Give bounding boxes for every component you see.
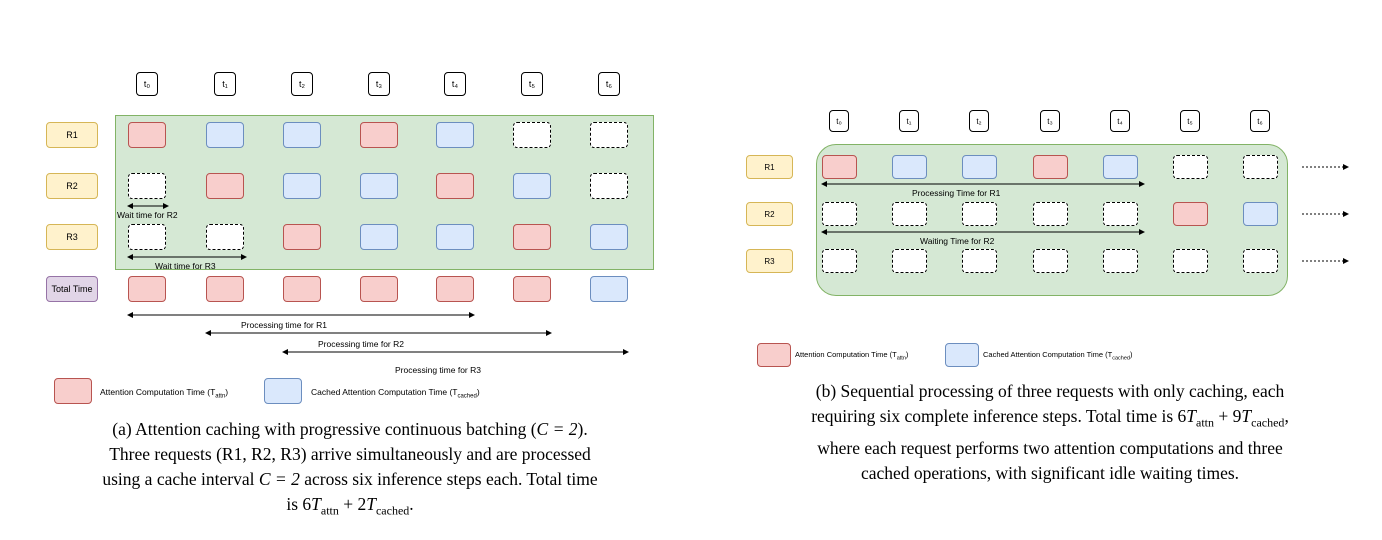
panel-b-time-label: t₅ [1180, 110, 1200, 132]
panel-b-time-label: t₆ [1250, 110, 1270, 132]
panel-a-proc-r1-label: Processing time for R1 [241, 320, 327, 330]
panel-a-cell-attn [513, 276, 551, 302]
panel-a-cell-cached [360, 173, 398, 199]
panel-b-cell-empty [1033, 202, 1068, 226]
panel-a-cell-empty [590, 122, 628, 148]
panel-a-cell-attn [128, 122, 166, 148]
panel-b-cell-attn [1173, 202, 1208, 226]
panel-a-time-label: t₂ [291, 72, 313, 96]
panel-a-wait-r2-label: Wait time for R2 [117, 210, 178, 220]
panel-a-time-label: t₁ [214, 72, 236, 96]
panel-a-cell-attn [206, 276, 244, 302]
panel-a-row-label: R1 [46, 122, 98, 148]
panel-a-proc-r3-label: Processing time for R3 [395, 365, 481, 375]
panel-b-time-label: t₁ [899, 110, 919, 132]
panel-b-cell-cached [1103, 155, 1138, 179]
panel-a-cell-cached [360, 224, 398, 250]
panel-a-caption: (a) Attention caching with progressive c… [102, 419, 598, 518]
panel-a-cell-cached [590, 224, 628, 250]
panel-a-cell-empty [128, 224, 166, 250]
panel-a-cell-empty [590, 173, 628, 199]
panel-b-cell-empty [962, 202, 997, 226]
panel-b-proc-r1-label: Processing Time for R1 [912, 188, 1001, 198]
panel-b-wait-r2-label: Waiting Time for R2 [920, 236, 995, 246]
panel-a-cell-attn [513, 224, 551, 250]
panel-a-cell-cached [590, 276, 628, 302]
panel-a-cell-attn [283, 224, 321, 250]
panel-a-cell-cached [283, 122, 321, 148]
panel-a-cell-cached [206, 122, 244, 148]
panel-a-cell-cached [283, 173, 321, 199]
panel-a-cell-attn [206, 173, 244, 199]
panel-b-legend-attn-swatch [757, 343, 791, 367]
panel-a-cell-attn [436, 276, 474, 302]
panel-b-legend-cached: Cached Attention Computation Time (Tcach… [983, 350, 1133, 362]
panel-b-cell-empty [1243, 155, 1278, 179]
panel-a-cell-cached [513, 173, 551, 199]
panel-b-legend-attn: Attention Computation Time (Tattn) [795, 350, 909, 362]
panel-a-cell-attn [283, 276, 321, 302]
panel-a-proc-r2-label: Processing time for R2 [318, 339, 404, 349]
panel-a-time-label: t₀ [136, 72, 158, 96]
panel-a-cell-empty [206, 224, 244, 250]
panel-b-row-label: R3 [746, 249, 793, 273]
panel-a-time-label: t₅ [521, 72, 543, 96]
panel-a-row-label: R2 [46, 173, 98, 199]
panel-b-cell-empty [1103, 249, 1138, 273]
panel-a-row-label: R3 [46, 224, 98, 250]
panel-b-cell-empty [822, 202, 857, 226]
panel-b-time-label: t₄ [1110, 110, 1130, 132]
panel-a-wait-r3-label: Wait time for R3 [155, 261, 216, 271]
panel-b-cell-empty [1243, 249, 1278, 273]
panel-b-cell-cached [1243, 202, 1278, 226]
panel-b-caption: (b) Sequential processing of three reque… [811, 381, 1289, 483]
panel-b-cell-attn [822, 155, 857, 179]
panel-a-time-label: t₆ [598, 72, 620, 96]
panel-a-cell-attn [436, 173, 474, 199]
panel-b-cell-empty [1103, 202, 1138, 226]
panel-a-cell-empty [128, 173, 166, 199]
panel-b-cell-empty [962, 249, 997, 273]
panel-a-legend-attn: Attention Computation Time (Tattn) [100, 387, 229, 400]
panel-a-row-label: Total Time [46, 276, 98, 302]
panel-b-cell-cached [892, 155, 927, 179]
panel-b-legend-cached-swatch [945, 343, 979, 367]
panel-a-legend-cached-swatch [264, 378, 302, 404]
panel-a-cell-cached [436, 224, 474, 250]
panel-a-cell-empty [513, 122, 551, 148]
panel-a-cell-attn [360, 276, 398, 302]
panel-b-row-label: R2 [746, 202, 793, 226]
panel-a-legend-cached: Cached Attention Computation Time (Tcach… [311, 387, 480, 400]
panel-a-cell-attn [360, 122, 398, 148]
panel-b-cell-empty [1033, 249, 1068, 273]
panel-b-cell-attn [1033, 155, 1068, 179]
panel-b-cell-empty [1173, 155, 1208, 179]
panel-b-row-label: R1 [746, 155, 793, 179]
panel-b-time-label: t₂ [969, 110, 989, 132]
panel-b-time-label: t₃ [1040, 110, 1060, 132]
panel-b-cell-empty [892, 249, 927, 273]
panel-a-cell-attn [128, 276, 166, 302]
panel-b-cell-empty [822, 249, 857, 273]
panel-a-legend-attn-swatch [54, 378, 92, 404]
panel-a-time-label: t₄ [444, 72, 466, 96]
panel-a-cell-cached [436, 122, 474, 148]
panel-b-time-label: t₀ [829, 110, 849, 132]
panel-a-time-label: t₃ [368, 72, 390, 96]
panel-b-cell-empty [892, 202, 927, 226]
panel-b-cell-empty [1173, 249, 1208, 273]
panel-b-cell-cached [962, 155, 997, 179]
